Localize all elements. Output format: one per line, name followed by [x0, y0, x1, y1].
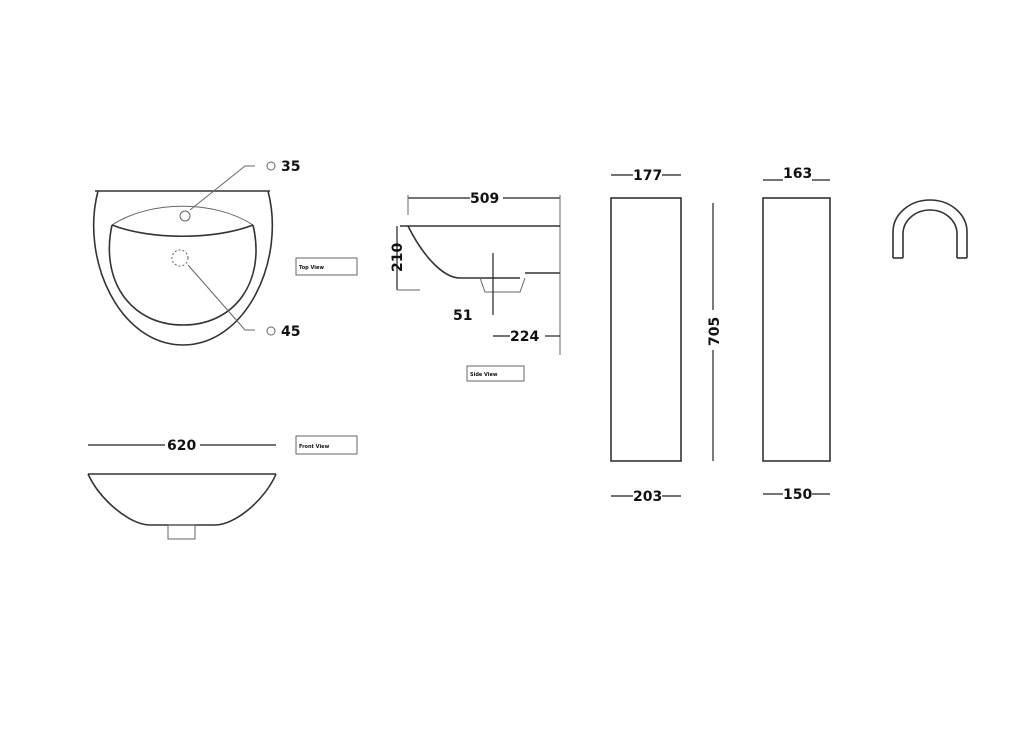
- pedestal-side: 163 150: [762, 166, 831, 503]
- side-view: 509 210 51 224 Side View: [390, 191, 561, 382]
- waste-offset-dimension: 224: [510, 329, 539, 345]
- front-view-label: Front View: [299, 444, 330, 450]
- height-dimension: 210: [390, 243, 406, 272]
- waste-hole-diameter: 45: [281, 324, 300, 340]
- trap-icon: [892, 199, 968, 259]
- depth-dimension: 509: [470, 191, 499, 207]
- pedestal-bottom-width: 203: [633, 489, 662, 505]
- diameter-icon: [266, 161, 276, 171]
- pedestal-side-bottom-width: 150: [783, 487, 812, 503]
- pedestal-height: 705: [707, 317, 723, 346]
- waste-drop-dimension: 51: [453, 308, 472, 324]
- top-view-label: Top View: [299, 265, 324, 271]
- pedestal-top-width: 177: [633, 168, 662, 184]
- pedestal-side-top-width: 163: [783, 166, 812, 182]
- side-view-label: Side View: [470, 372, 498, 378]
- tap-hole-diameter: 35: [281, 159, 300, 175]
- top-view: 35 45 Top View: [92, 159, 358, 346]
- front-view: 620 Front View: [87, 435, 358, 540]
- diameter-icon: [266, 326, 276, 336]
- width-dimension: 620: [167, 438, 196, 454]
- pedestal-front: 177 203 705: [610, 168, 723, 505]
